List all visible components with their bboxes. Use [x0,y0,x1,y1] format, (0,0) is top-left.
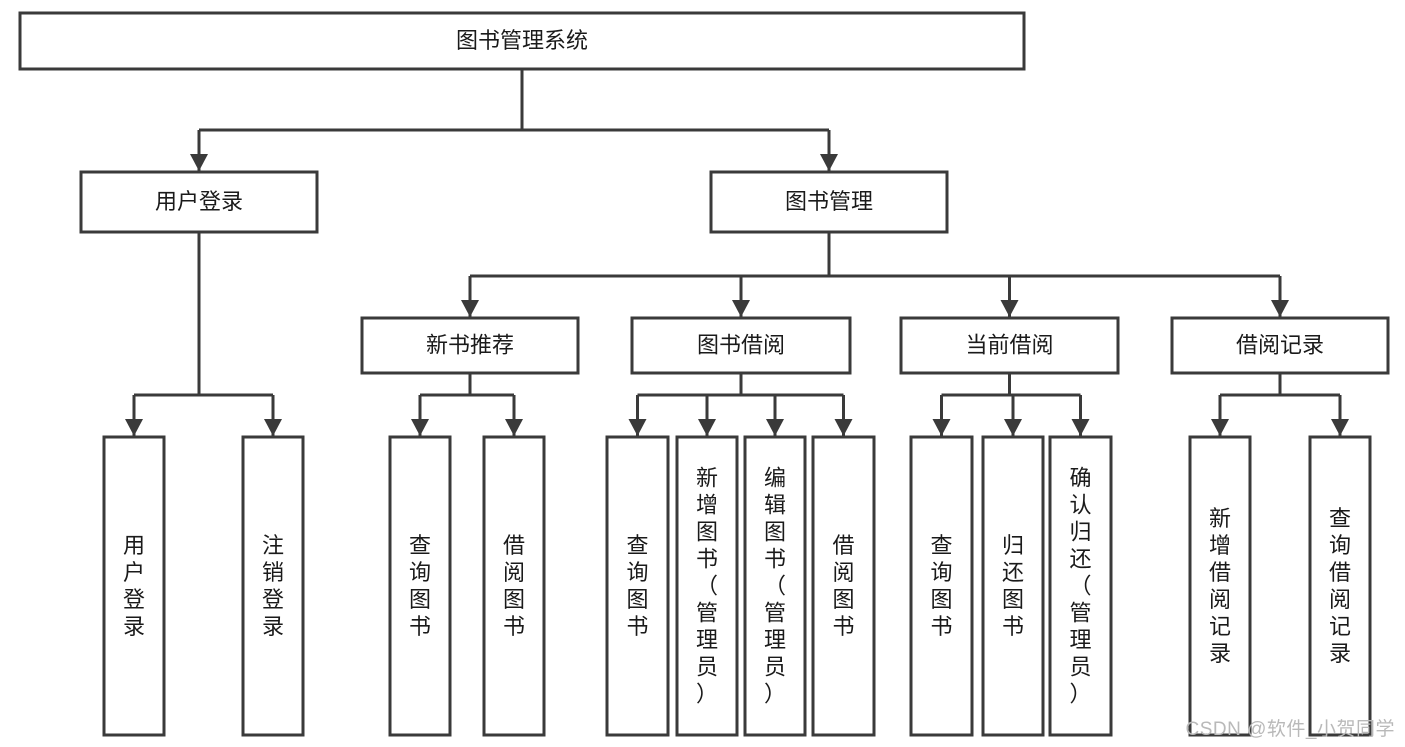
node-root[interactable]: 图书管理系统 [18,11,1026,71]
node-box[interactable] [811,435,876,737]
node-label: 新书推荐 [426,332,514,357]
node-leaf-add-record[interactable]: 新增借阅记录 [1188,435,1252,737]
node-label: 新增借阅记录 [1209,506,1231,666]
node-leaf-edit-book[interactable]: 编辑图书（管理员） [743,435,807,737]
node-box[interactable] [709,170,949,234]
connector-layer [125,69,1349,436]
arrow-head-icon [1331,419,1349,436]
node-leaf-confirm-return[interactable]: 确认归还（管理员） [1048,435,1113,737]
node-label: 图书借阅 [697,332,785,357]
node-leaf-borrow-book-2[interactable]: 借阅图书 [811,435,876,737]
node-box[interactable] [482,435,546,737]
node-box[interactable] [981,435,1045,737]
node-box[interactable] [388,435,452,737]
node-label: 注销登录 [262,533,284,639]
node-label: 用户登录 [155,189,243,214]
arrow-head-icon [1000,300,1019,317]
node-box[interactable] [241,435,305,737]
node-box[interactable] [1308,435,1372,737]
arrow-head-icon [264,419,282,436]
node-label: 查询图书 [930,533,952,639]
node-label: 当前借阅 [965,332,1053,357]
node-label: 查询图书 [626,533,648,639]
node-label: 图书管理系统 [456,28,588,53]
node-label: 新增图书（管理员） [696,466,718,707]
node-leaf-user-login[interactable]: 用户登录 [102,435,166,737]
node-box[interactable] [605,435,670,737]
node-box[interactable] [899,316,1120,375]
arrow-head-icon [125,419,143,436]
node-label: 借阅图书 [832,533,854,639]
arrow-head-icon [820,154,838,171]
node-leaf-query-record[interactable]: 查询借阅记录 [1308,435,1372,737]
node-leaf-return-book[interactable]: 归还图书 [981,435,1045,737]
node-leaf-borrow-book-1[interactable]: 借阅图书 [482,435,546,737]
arrow-head-icon [932,419,951,436]
node-box[interactable] [630,316,852,375]
node-box[interactable] [743,435,807,737]
node-box[interactable] [675,435,739,737]
node-box[interactable] [1188,435,1252,737]
node-label: 借阅记录 [1236,332,1324,357]
node-leaf-user-logout[interactable]: 注销登录 [241,435,305,737]
node-leaf-add-book[interactable]: 新增图书（管理员） [675,435,739,737]
arrow-head-icon [628,419,647,436]
node-label: 用户登录 [123,533,145,639]
node-user-login[interactable]: 用户登录 [79,170,319,234]
node-label: 查询图书 [409,533,431,639]
node-borrow-record[interactable]: 借阅记录 [1170,316,1390,375]
node-label: 编辑图书（管理员） [764,466,786,707]
arrow-head-icon [461,300,479,317]
node-box[interactable] [360,316,580,375]
node-box[interactable] [18,11,1026,71]
node-box[interactable] [1048,435,1113,737]
node-label: 图书管理 [785,189,873,214]
arrow-head-icon [766,419,784,436]
arrow-head-icon [505,419,523,436]
node-label: 归还图书 [1002,533,1024,639]
node-box[interactable] [102,435,166,737]
node-leaf-query-book-3[interactable]: 查询图书 [909,435,974,737]
node-book-manage[interactable]: 图书管理 [709,170,949,234]
arrow-head-icon [698,419,716,436]
node-label: 确认归还（管理员） [1069,466,1091,707]
node-book-borrow[interactable]: 图书借阅 [630,316,852,375]
node-current-borrow[interactable]: 当前借阅 [899,316,1120,375]
arrow-head-icon [732,300,750,317]
node-box[interactable] [1170,316,1390,375]
node-box[interactable] [79,170,319,234]
arrow-head-icon [1271,300,1289,317]
node-new-book-rec[interactable]: 新书推荐 [360,316,580,375]
arrow-head-icon [1071,419,1090,436]
node-leaf-query-book-1[interactable]: 查询图书 [388,435,452,737]
arrow-head-icon [1211,419,1229,436]
node-label: 借阅图书 [503,533,525,639]
arrow-head-icon [1004,419,1022,436]
node-leaf-query-book-2[interactable]: 查询图书 [605,435,670,737]
node-label: 查询借阅记录 [1329,506,1351,666]
arrow-head-icon [190,154,208,171]
watermark-text: CSDN @软件_小贺同学 [1185,719,1395,740]
node-box[interactable] [909,435,974,737]
arrow-head-icon [834,419,853,436]
arrow-head-icon [411,419,429,436]
